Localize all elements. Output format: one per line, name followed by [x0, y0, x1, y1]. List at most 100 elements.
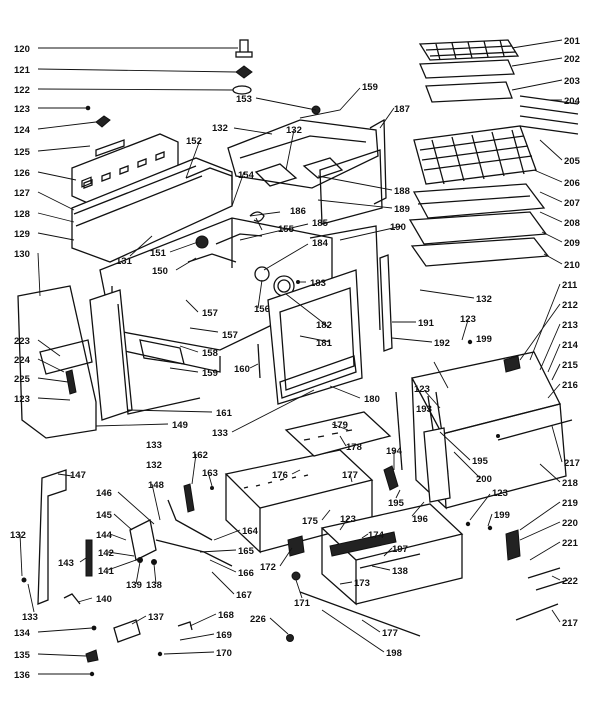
label-177: 177	[342, 470, 358, 481]
part-139-fitting	[137, 557, 143, 563]
label-223: 223	[14, 336, 30, 347]
label-218: 218	[562, 478, 578, 489]
label-151: 151	[150, 248, 167, 259]
label-212: 212	[562, 300, 578, 311]
label-134: 134	[14, 628, 31, 639]
part-140-lever	[63, 593, 81, 605]
label-217: 217	[562, 618, 578, 629]
part-130-door	[17, 285, 97, 439]
label-163: 163	[202, 468, 218, 479]
part-199-screw-b	[487, 525, 493, 531]
label-123: 123	[414, 384, 430, 395]
label-197: 197	[392, 544, 408, 555]
part-190-rear-frame	[309, 225, 381, 331]
label-221: 221	[562, 538, 579, 549]
label-153: 153	[236, 94, 252, 105]
part-163-screw	[210, 486, 214, 490]
part-162-tube	[183, 483, 195, 513]
label-169: 169	[216, 630, 232, 641]
label-159: 159	[362, 82, 378, 93]
label-170: 170	[216, 648, 232, 659]
part-194-igniter	[383, 465, 399, 491]
label-120: 120	[14, 44, 30, 55]
center-labels: 153 132 132 152 154 131 151 150 185 155 …	[116, 82, 410, 471]
label-202: 202	[564, 54, 580, 65]
part-172-bracket	[287, 535, 305, 557]
label-123: 123	[492, 488, 508, 499]
label-192: 192	[434, 338, 450, 349]
label-186: 186	[290, 206, 306, 217]
label-187: 187	[394, 104, 410, 115]
label-171: 171	[294, 598, 311, 609]
label-155: 155	[278, 224, 295, 235]
label-199: 199	[476, 334, 492, 345]
label-150: 150	[152, 266, 168, 277]
part-178-burner-slots	[303, 429, 353, 441]
part-134-screw	[91, 625, 97, 631]
part-150-gas-line	[187, 253, 237, 263]
label-196: 196	[412, 514, 428, 525]
part-220-bracket	[505, 529, 521, 561]
label-222: 222	[562, 576, 578, 587]
label-144: 144	[96, 530, 113, 541]
part-207-liner	[417, 195, 531, 205]
label-158: 158	[202, 348, 218, 359]
label-198: 198	[386, 648, 402, 659]
label-226: 226	[250, 614, 266, 625]
label-179: 179	[332, 420, 348, 431]
left-labels: 120 121 122 123 124 125 126 127 128 129 …	[10, 44, 38, 681]
part-164-tube	[167, 499, 213, 541]
lower-labels: 147 162 163 146 148 145 144 143 142 141 …	[58, 420, 428, 659]
label-157: 157	[202, 308, 218, 319]
label-182: 182	[316, 320, 332, 331]
part-122-ring	[232, 85, 252, 95]
label-156: 156	[254, 304, 270, 315]
part-138-fitting	[151, 559, 157, 565]
leader-lines	[19, 39, 563, 675]
label-216: 216	[562, 380, 578, 391]
part-217-rod	[515, 603, 559, 621]
part-226-screw	[286, 634, 294, 642]
label-199: 199	[494, 510, 510, 521]
label-190: 190	[390, 222, 406, 233]
label-195: 195	[388, 498, 405, 509]
label-152: 152	[186, 136, 202, 147]
part-123-screw	[85, 105, 91, 111]
label-167: 167	[236, 590, 252, 601]
label-157: 157	[222, 330, 238, 341]
label-195: 195	[472, 456, 489, 467]
label-176: 176	[272, 470, 288, 481]
part-166-manifold	[155, 539, 233, 567]
label-127: 127	[14, 188, 30, 199]
label-164: 164	[242, 526, 259, 537]
part-197-handle	[359, 553, 421, 569]
label-133: 133	[212, 428, 228, 439]
label-208: 208	[564, 218, 580, 229]
part-205-oven-rack	[413, 125, 537, 185]
label-203: 203	[564, 76, 580, 87]
label-131: 131	[116, 256, 133, 267]
part-127-trim	[73, 165, 203, 227]
part-219-screw	[465, 521, 471, 527]
part-143-bar	[85, 539, 93, 577]
label-146: 146	[96, 488, 112, 499]
label-140: 140	[96, 594, 112, 605]
part-shapes	[17, 39, 579, 677]
right-labels: 201 202 203 204 205 206 207 208 209 210 …	[414, 36, 581, 629]
label-123: 123	[14, 104, 30, 115]
part-179-burner-top	[284, 411, 392, 457]
part-182-ring-inner	[277, 279, 291, 293]
label-209: 209	[564, 238, 580, 249]
label-148: 148	[148, 480, 164, 491]
label-159: 159	[202, 368, 218, 379]
label-206: 206	[564, 178, 580, 189]
part-206-liner	[412, 183, 546, 219]
label-160: 160	[234, 364, 250, 375]
label-210: 210	[564, 260, 580, 271]
label-172: 172	[260, 562, 276, 573]
part-133-screw	[21, 577, 27, 583]
label-180: 180	[364, 394, 380, 405]
label-165: 165	[238, 546, 255, 557]
part-216-screw	[496, 434, 500, 438]
